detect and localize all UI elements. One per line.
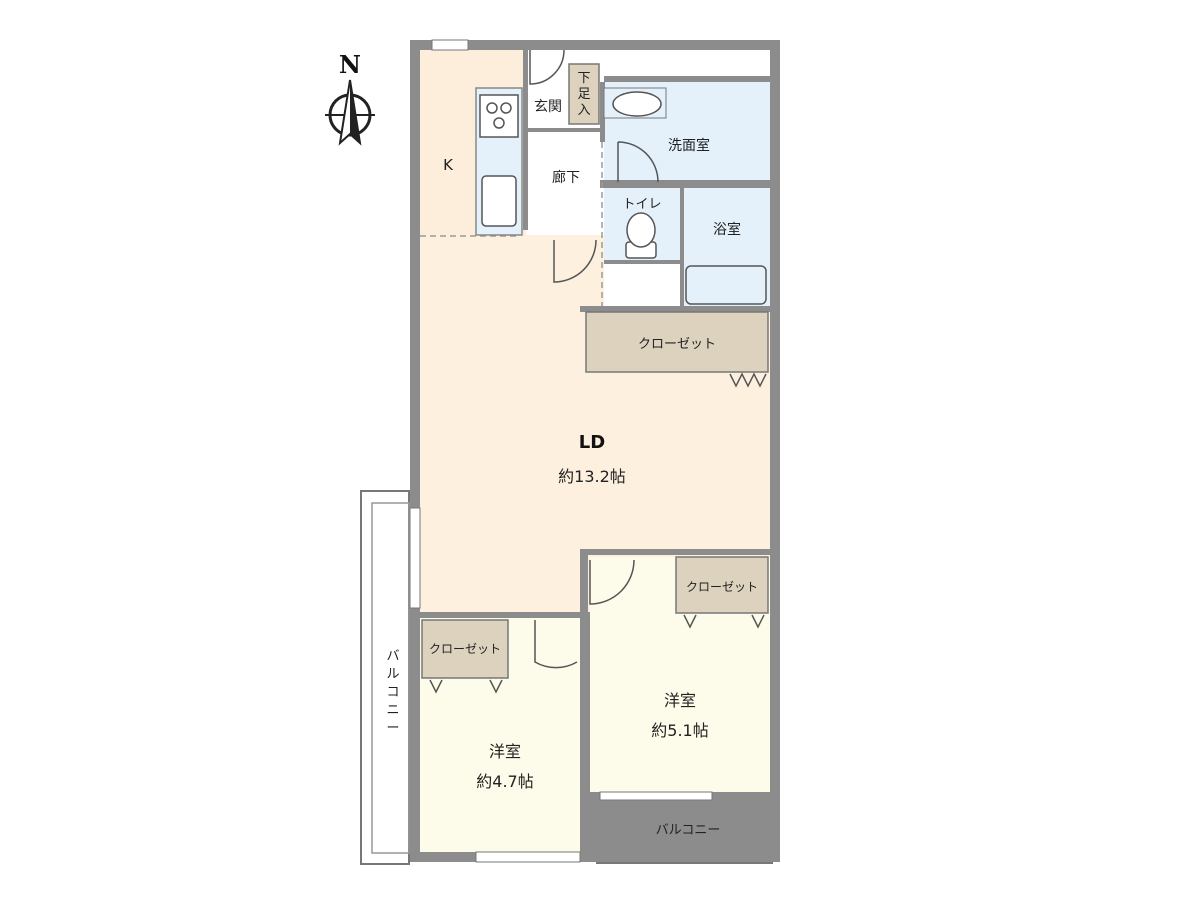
closet-east-label: クローゼット: [686, 580, 758, 594]
wall-closet-north: [580, 306, 770, 312]
hallway-label: 廊下: [552, 169, 580, 186]
western-room-west-name: 洋室: [489, 742, 521, 761]
balcony-west-char: バ: [386, 649, 399, 664]
wall-hall-washroom: [600, 82, 605, 142]
balcony-west-label: バ ル コ ニ ー: [386, 649, 399, 736]
closet-door-marks: [429, 372, 767, 694]
window-west-bedroom: [475, 851, 581, 863]
storage-floor: [604, 263, 680, 308]
folding-door-icon: [489, 679, 503, 694]
balcony-west-rail: [371, 502, 410, 854]
window-ld-west: [409, 507, 421, 609]
balcony-west-char: ル: [386, 667, 399, 682]
door-swing-icon: [617, 141, 659, 183]
washroom-label: 洗面室: [668, 137, 710, 154]
kitchen-label: K: [443, 156, 454, 174]
window-east-bedroom: [599, 791, 713, 801]
compass-north-label: N: [339, 50, 361, 79]
interior-walls: [420, 50, 770, 859]
ld-size-label: 約13.2帖: [558, 467, 626, 486]
windows: [409, 39, 770, 863]
north-compass: N: [325, 50, 375, 146]
toilet-bowl-icon: [626, 212, 656, 248]
bathroom-label: 浴室: [713, 221, 741, 238]
closet-ld: [585, 311, 769, 373]
folding-door-icon: [683, 614, 697, 629]
stove-icon: [479, 94, 519, 138]
ld-name-label: LD: [579, 432, 605, 453]
folding-door-icon: [751, 614, 765, 629]
folding-door-icon: [429, 679, 443, 694]
compass-needle-fill: [350, 80, 360, 143]
balcony-west-char: ー: [386, 721, 399, 736]
wall-kitchen-hall: [523, 50, 528, 230]
closet-west-label: クローゼット: [429, 642, 501, 656]
door-swing-icon: [553, 239, 597, 283]
closet-west: [421, 619, 509, 679]
door-swing-icon: [589, 559, 635, 605]
folding-door-icon: [729, 372, 767, 388]
toilet-label: トイレ: [622, 197, 661, 212]
burner-icon: [500, 102, 512, 114]
closet-east: [675, 556, 769, 614]
door-swing-icon: [534, 620, 578, 669]
shoe-cabinet-char-1: 下: [577, 71, 590, 86]
balcony-south-label: バルコニー: [656, 823, 721, 838]
wall-west-bedroom-north: [420, 612, 585, 618]
wall-entrance-south: [526, 128, 604, 132]
door-swing-icon: [529, 49, 565, 85]
shoe-cabinet-char-2: 足: [577, 87, 590, 102]
wall-bedrooms-divider: [580, 549, 588, 859]
burner-icon: [493, 117, 505, 129]
entrance-label: 玄関: [534, 98, 562, 115]
window-kitchen: [431, 39, 469, 51]
bathtub-icon: [685, 265, 767, 305]
sink-icon: [481, 175, 517, 227]
door-swings: [529, 49, 659, 669]
wall-toilet-south: [604, 260, 680, 264]
western-room-east-size: 約5.1帖: [651, 721, 708, 740]
balcony-west-char: ニ: [386, 703, 399, 718]
shoe-cabinet-char-3: 入: [577, 103, 590, 118]
shoe-cabinet: [568, 63, 600, 125]
wall-ld-south: [580, 549, 770, 555]
wall-toilet-bath: [680, 188, 684, 308]
western-room-west-size: 約4.7帖: [476, 772, 533, 791]
washbasin-icon: [612, 91, 662, 117]
wall-washroom-south: [600, 180, 770, 188]
balcony-west-char: コ: [386, 685, 399, 700]
burner-icon: [486, 102, 498, 114]
western-room-east-name: 洋室: [664, 691, 696, 710]
balcony-west: [360, 490, 410, 865]
wall-north-notch: [604, 40, 770, 48]
closet-ld-label: クローゼット: [638, 337, 716, 352]
wall-washroom-north: [604, 76, 770, 82]
